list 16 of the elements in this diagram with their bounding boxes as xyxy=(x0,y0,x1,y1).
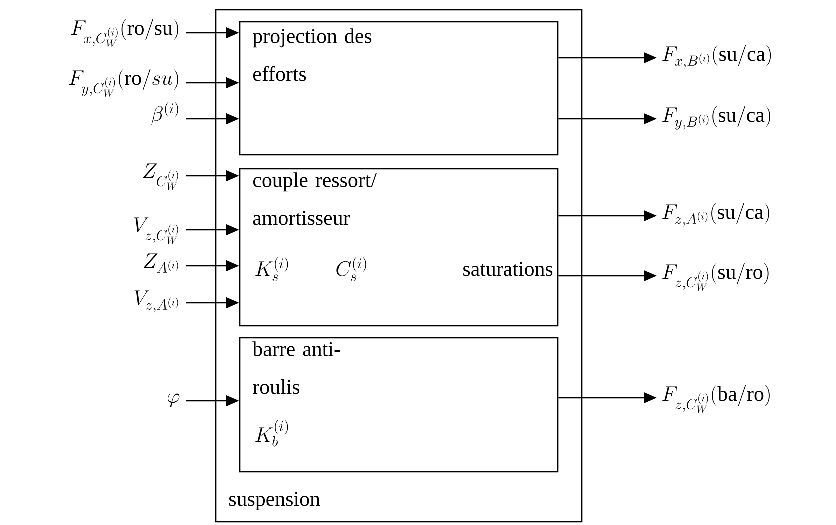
signal-label: $F_{x,C_W^{(i)}}(\mathrm{ro/su})$ xyxy=(71,19,178,48)
signal-label: $F_{y,B^{(i)}}(\mathrm{su/ca})$ xyxy=(662,106,770,130)
signal-label: $F_{z,C_W^{(i)}}(\mathrm{ba/ro})$ xyxy=(662,385,770,414)
process-box: barre anti-roulis $K_b^{(i)}$ xyxy=(239,337,559,473)
signal-label: $V_{z,C_W^{(i)}}$ xyxy=(134,218,178,244)
process-box: projection des efforts xyxy=(239,21,559,156)
signal-label: $F_{x,B^{(i)}}(\mathrm{su/ca})$ xyxy=(662,45,772,69)
signal-label: $F_{z,A^{(i)}}(\mathrm{su/ca})$ xyxy=(662,203,770,227)
signal-label: $\beta^{(i)}$ xyxy=(152,102,178,126)
signal-label: $Z_{C_W^{(i)}}$ xyxy=(143,164,178,190)
signal-label: $F_{y,C_W^{(i)}}(\mathrm{ro}/su)$ xyxy=(69,69,178,98)
process-box: couple ressort/ amortisseur $K_s^{(i)}$ $C_s^{(i)}$ saturations xyxy=(239,168,559,327)
signal-label: $V_{z,A^{(i)}}$ xyxy=(134,290,178,313)
signal-label: $F_{z,C_W^{(i)}}(\mathrm{su/ro})$ xyxy=(662,263,769,292)
signal-label: $\varphi$ xyxy=(168,394,180,408)
signal-label: $Z_{A^{(i)}}$ xyxy=(144,254,178,273)
